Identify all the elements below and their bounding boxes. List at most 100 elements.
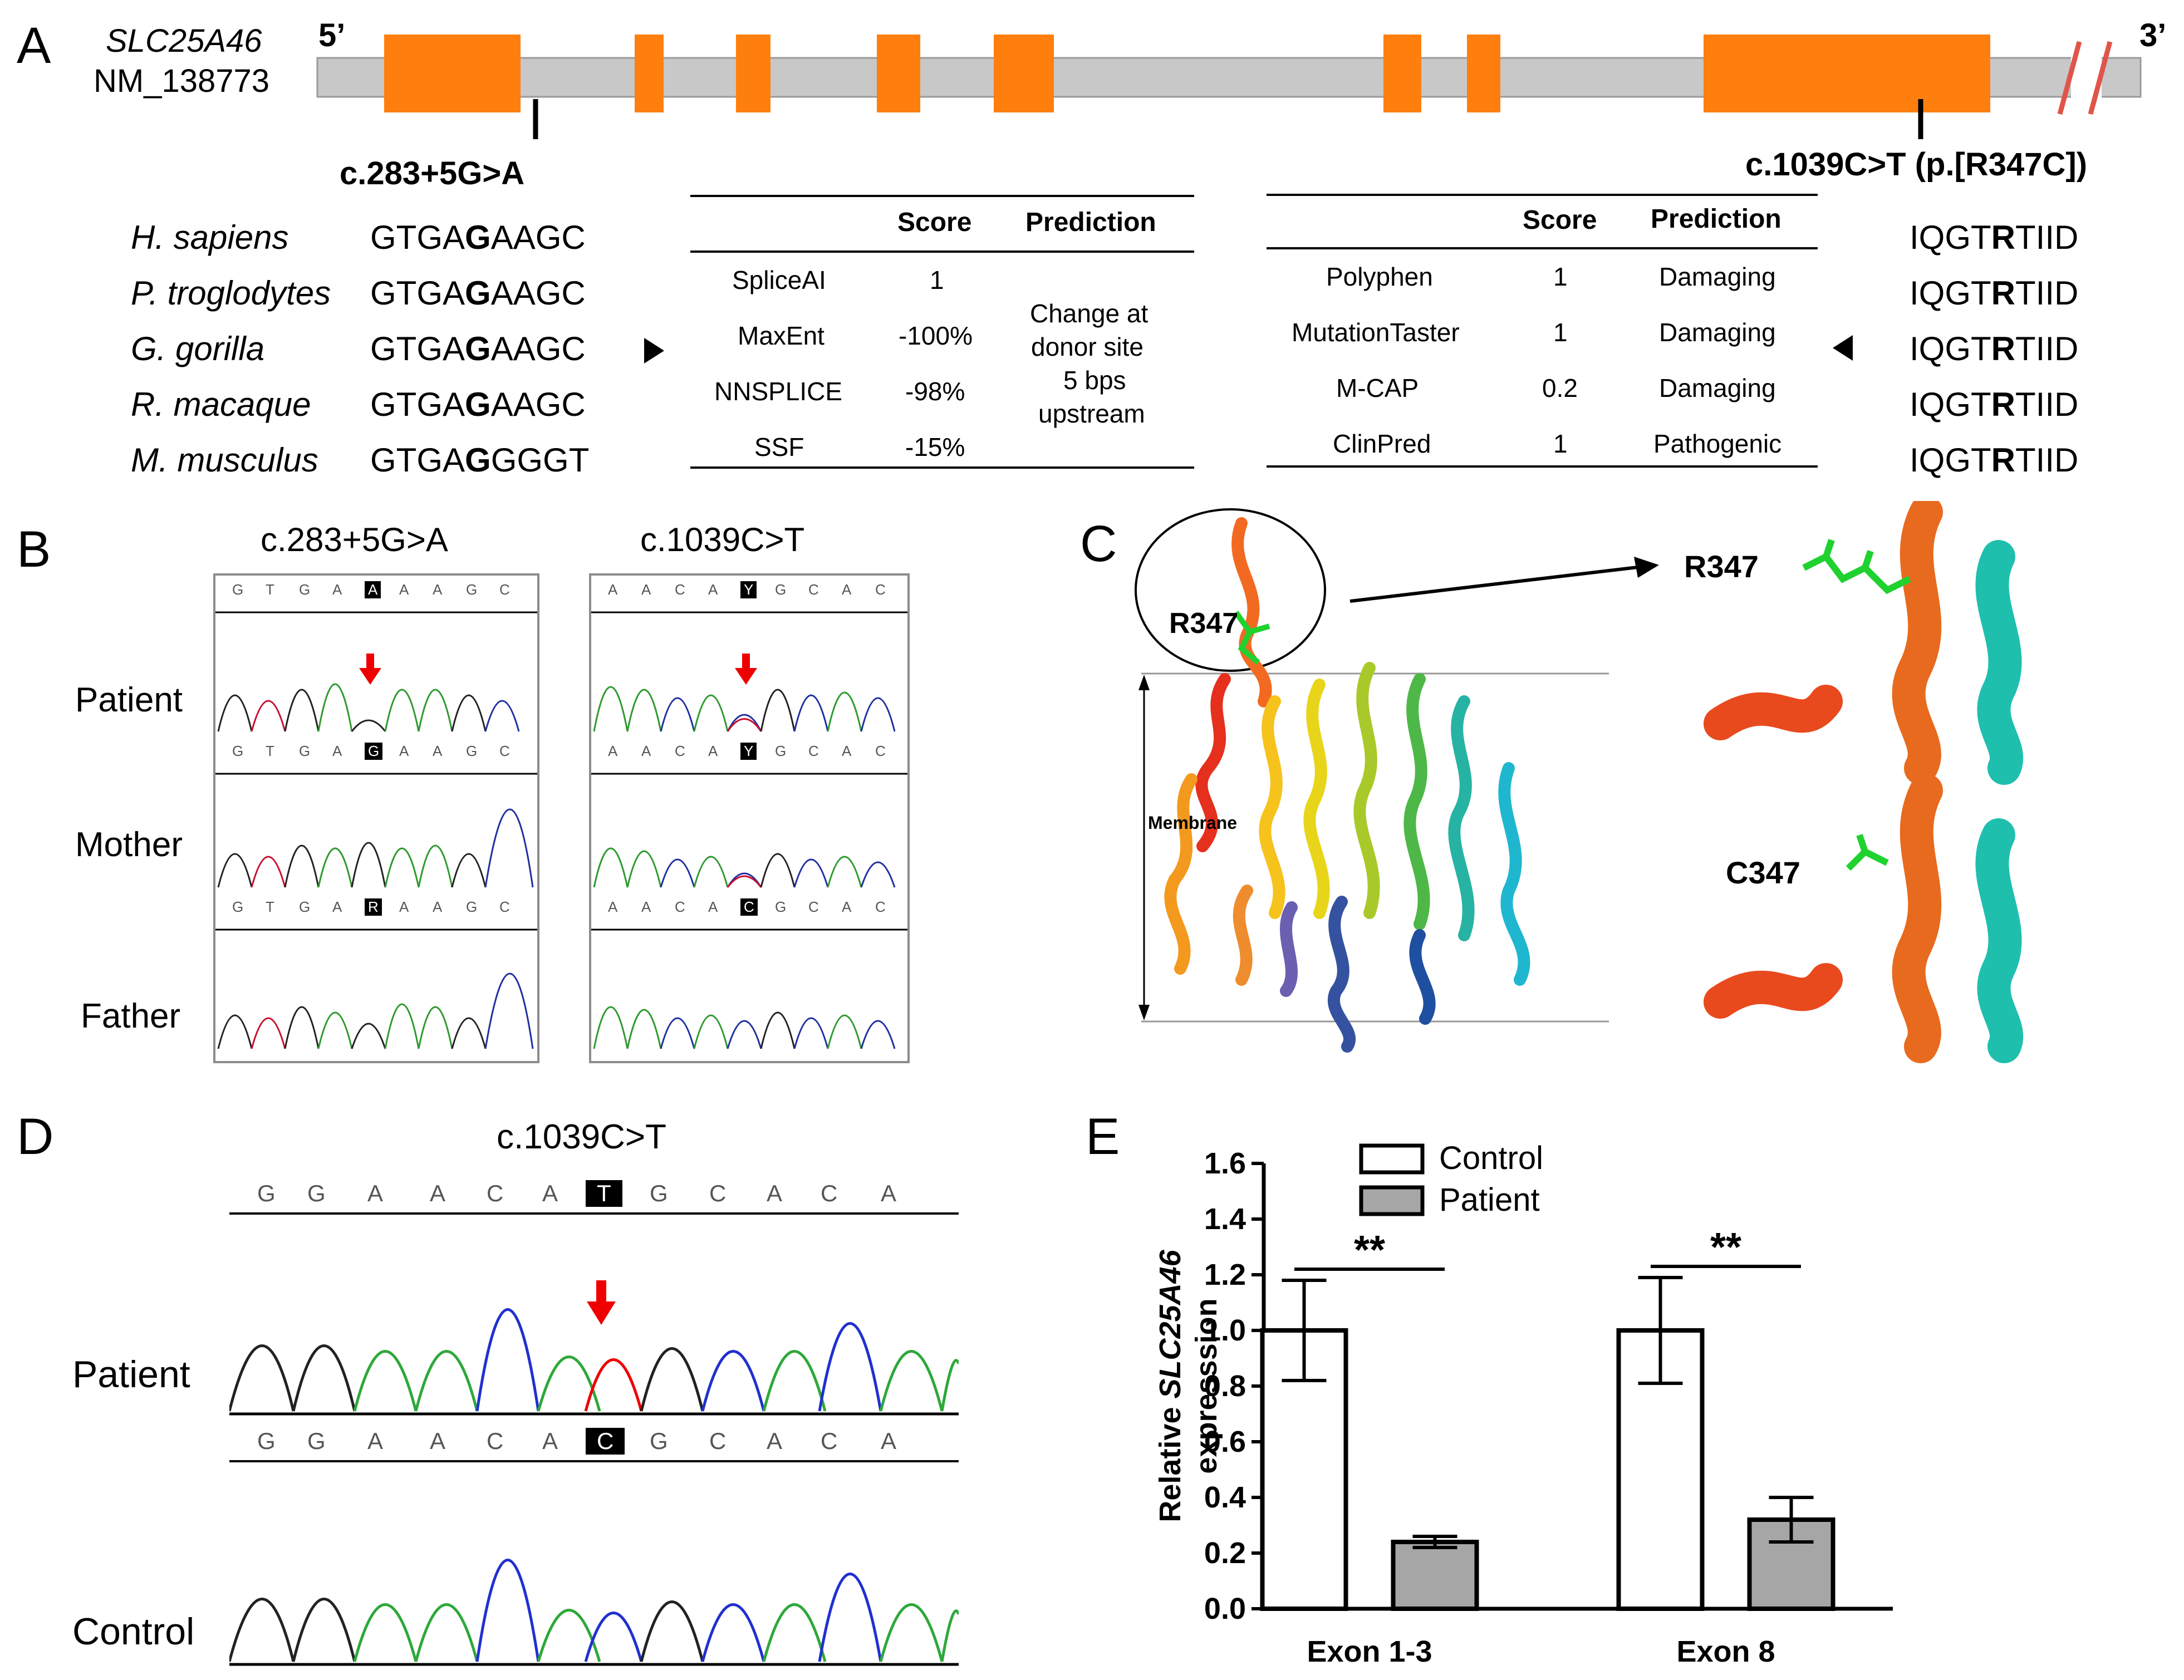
base-call: A <box>365 581 381 598</box>
r347-label: R347 <box>1169 607 1239 640</box>
c347-label: C347 <box>1726 855 1800 890</box>
table-cell-tool: NNSPLICE <box>714 377 843 406</box>
three-prime-label: 3’ <box>2139 17 2167 53</box>
base-call: C <box>586 1428 625 1455</box>
base-call: C <box>675 743 685 759</box>
base-call: C <box>675 581 685 598</box>
base-call: G <box>232 581 244 598</box>
base-call: T <box>266 898 274 915</box>
table-cell-prediction: Damaging <box>1659 318 1776 347</box>
exon-3 <box>736 35 770 112</box>
base-call: A <box>767 1180 783 1206</box>
table-cell-score: 0.2 <box>1542 374 1578 402</box>
exon-8 <box>1704 35 1990 112</box>
base-call: G <box>232 743 244 759</box>
protein-sequence: IQGTRTIID <box>1910 219 2079 256</box>
base-call: C <box>875 898 886 915</box>
base-call: A <box>608 581 618 598</box>
protein-sequence: IQGTRTIID <box>1910 441 2079 479</box>
base-call: A <box>641 743 651 759</box>
table-cell-tool: Polyphen <box>1326 262 1433 291</box>
five-prime-label: 5’ <box>318 17 346 53</box>
y-tick-label: 0.2 <box>1204 1536 1246 1570</box>
x-tick-label: Exon 1-3 <box>1307 1635 1432 1668</box>
table-cell-prediction: Change at <box>1030 299 1149 328</box>
base-call: A <box>708 581 718 598</box>
base-call: C <box>875 581 886 598</box>
base-call: A <box>608 898 618 915</box>
red-arrow-icon <box>587 1280 616 1325</box>
base-call: C <box>487 1180 504 1206</box>
table-cell-prediction: 5 bps <box>1063 366 1126 395</box>
base-call: A <box>608 743 618 759</box>
missense-table-rules <box>1267 194 1818 468</box>
break-mark-1 <box>2057 41 2082 115</box>
y-tick-label: 0.0 <box>1204 1592 1246 1625</box>
panel-label-e: E <box>1086 1108 1120 1165</box>
base-call: G <box>650 1180 668 1206</box>
base-call: A <box>430 1428 446 1454</box>
row-label-patient: Patient <box>75 681 183 719</box>
base-call: G <box>299 743 311 759</box>
base-call: G <box>299 898 311 915</box>
base-call: A <box>332 581 342 598</box>
base-call: C <box>875 743 886 759</box>
table-cell-tool: SSF <box>754 433 804 461</box>
base-call: C <box>808 898 819 915</box>
dna-sequence: GTGAGAAGC <box>370 274 586 312</box>
base-call: C <box>821 1428 838 1454</box>
base-call: A <box>433 743 443 759</box>
base-call: T <box>266 581 274 598</box>
species-name: M. musculus <box>131 441 318 479</box>
base-call: G <box>257 1180 276 1206</box>
species-name: H. sapiens <box>131 219 289 256</box>
base-call: C <box>709 1428 727 1454</box>
base-call: G <box>466 581 478 598</box>
base-call: A <box>708 743 718 759</box>
table-cell-score: 1 <box>930 266 944 294</box>
table-cell-prediction: Pathogenic <box>1653 429 1782 458</box>
base-call: G <box>775 581 787 598</box>
base-call: A <box>367 1180 384 1206</box>
base-call: G <box>365 743 383 760</box>
panel-label-d: D <box>17 1108 54 1165</box>
dna-sequence: GTGAGAAGC <box>370 386 586 423</box>
y-tick-label: 0.4 <box>1204 1481 1246 1514</box>
base-call: R <box>365 898 382 916</box>
significance-label: ** <box>1354 1228 1385 1273</box>
table-cell-score: 1 <box>1553 429 1568 458</box>
base-call: G <box>232 898 244 915</box>
legend-label: Control <box>1439 1140 1543 1176</box>
base-call: C <box>821 1180 838 1206</box>
table-header-score: Score <box>897 208 972 237</box>
base-call: C <box>808 743 819 759</box>
species-name: R. macaque <box>131 386 311 423</box>
legend-swatch <box>1359 1185 1425 1216</box>
legend-swatch <box>1359 1143 1425 1175</box>
base-call: A <box>842 898 852 915</box>
table-cell-tool: M-CAP <box>1336 374 1419 402</box>
base-call: Y <box>740 581 757 598</box>
y-tick-label: 1.2 <box>1204 1258 1246 1291</box>
species-name: G. gorilla <box>131 330 265 367</box>
exon-1 <box>384 35 521 112</box>
exon-2 <box>635 35 664 112</box>
table-cell-prediction: upstream <box>1038 399 1145 428</box>
base-call: A <box>641 581 651 598</box>
panel-b-title-1: c.283+5G>A <box>261 521 448 558</box>
table-cell-tool: MaxEnt <box>738 321 824 350</box>
base-call: G <box>775 743 787 759</box>
base-call: C <box>487 1428 504 1454</box>
dna-sequence: GTGAGGGGT <box>370 441 590 479</box>
table-cell-score: -15% <box>905 433 965 461</box>
protein-sequence: IQGTRTIID <box>1910 386 2079 423</box>
base-call: G <box>299 581 311 598</box>
base-call: G <box>775 898 787 915</box>
base-call: C <box>499 898 510 915</box>
base-call: G <box>257 1428 276 1454</box>
table-cell-prediction: Damaging <box>1659 374 1776 402</box>
table-header-prediction: Prediction <box>1025 208 1156 237</box>
chromatogram-c1039: A A C A Y G C A C A A C A Y G C A C A A … <box>589 573 910 1063</box>
base-call: A <box>881 1180 897 1206</box>
base-call: C <box>675 898 685 915</box>
